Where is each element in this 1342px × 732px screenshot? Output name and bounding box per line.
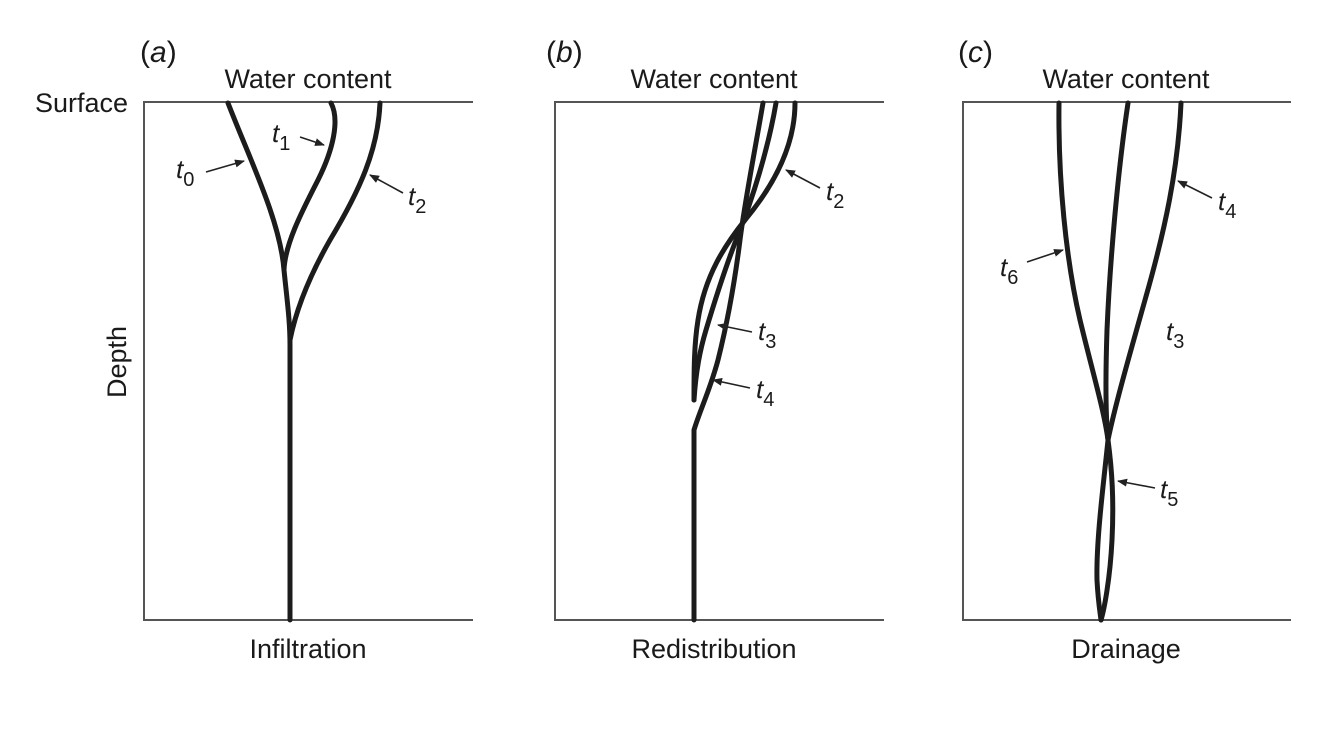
panel-b-top-label: Water content [630, 64, 798, 94]
panel-b-frame [554, 101, 884, 621]
panel-b: (b) Water content t2 t3 t4 Redistributio… [546, 36, 884, 664]
panel-c-arrow-t6 [1026, 249, 1064, 263]
panel-a-arrow-t0 [205, 159, 245, 173]
panel-c-label-t5: t5 [1160, 474, 1178, 511]
panel-a-arrow-t2 [369, 174, 404, 194]
panel-c-tag: (c) [958, 36, 993, 69]
panel-c-curve-t4 [1105, 100, 1184, 443]
panel-a: (a) Water content t0 t1 t2 Infiltration [140, 36, 473, 664]
panel-b-bottom-label: Redistribution [631, 634, 796, 664]
panel-b-label-t4: t4 [756, 374, 774, 411]
panel-b-curve-a [691, 100, 779, 403]
panel-b-tag: (b) [546, 36, 583, 69]
panel-a-label-t2: t2 [408, 181, 426, 218]
panel-c-arrow-t4 [1177, 180, 1213, 199]
panel-c-curve-mid [1094, 100, 1131, 623]
panel-a-label-t0: t0 [176, 154, 194, 191]
panel-b-label-t3: t3 [758, 316, 776, 353]
panel-c-top-label: Water content [1042, 64, 1210, 94]
panel-a-frame [143, 101, 473, 621]
panel-b-curve-b [691, 100, 766, 623]
panel-b-arrow-t2 [785, 169, 821, 189]
panel-a-label-t1: t1 [272, 118, 290, 155]
panel-a-bottom-label: Infiltration [249, 634, 366, 664]
panel-b-arrow-t3 [717, 322, 753, 333]
panel-b-label-t2: t2 [826, 176, 844, 213]
panel-a-curve-t2 [287, 100, 383, 343]
panel-b-arrow-t4 [712, 377, 751, 389]
panel-c-label-t3: t3 [1166, 316, 1184, 353]
panel-a-curve-t0 [225, 100, 293, 623]
panel-a-curve-t1 [281, 100, 338, 273]
panel-c: (c) Water content t6 t4 t3 t5 Drainage [958, 36, 1291, 664]
panel-b-curve-t2 [691, 100, 798, 403]
panel-c-arrow-t5 [1117, 478, 1156, 489]
panel-a-arrow-t1 [299, 136, 325, 146]
surface-label: Surface [35, 88, 128, 118]
panel-a-top-label: Water content [224, 64, 392, 94]
panel-c-bottom-label: Drainage [1071, 634, 1181, 664]
panel-c-label-t4: t4 [1218, 186, 1236, 223]
panel-a-tag: (a) [140, 36, 177, 69]
panel-c-label-t6: t6 [1000, 252, 1018, 289]
depth-axis-label: Depth [102, 326, 132, 398]
